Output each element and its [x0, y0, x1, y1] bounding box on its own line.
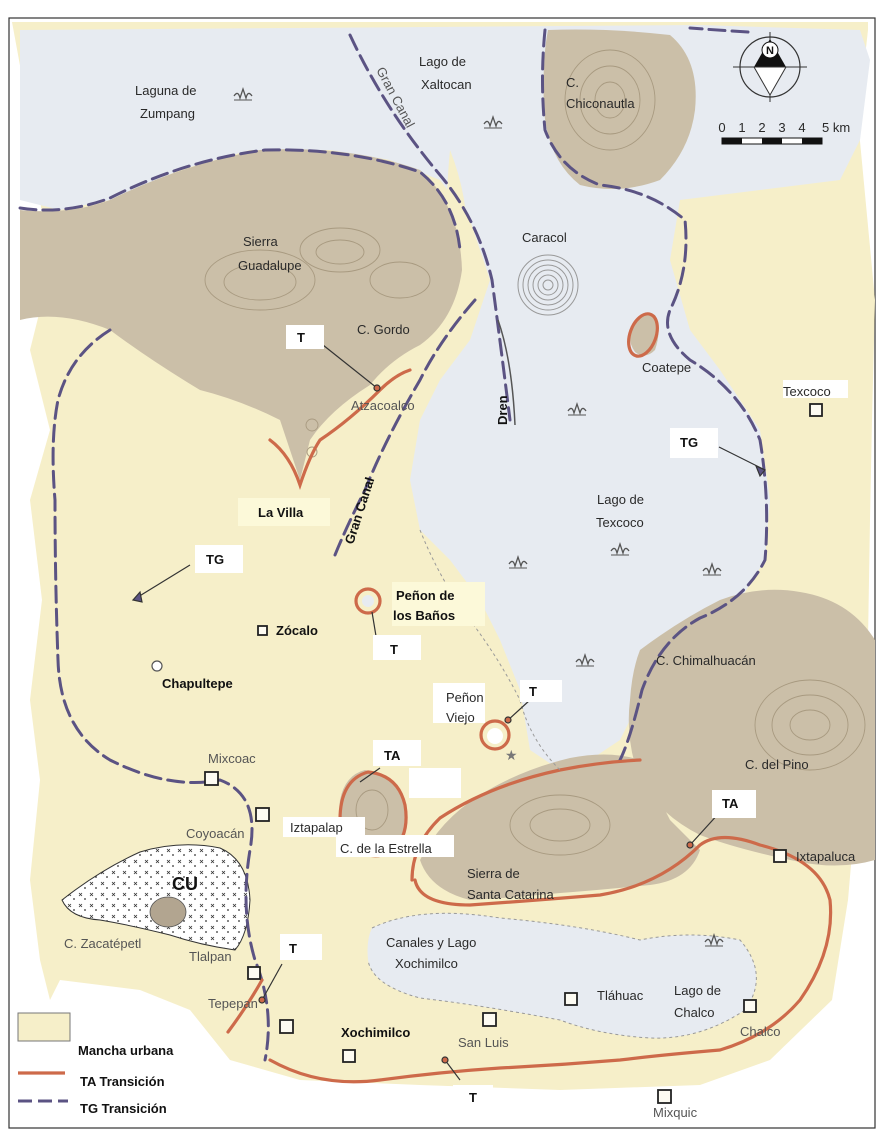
- label-texcoco-town: Texcoco: [783, 384, 831, 399]
- label-cu: CU: [172, 874, 198, 894]
- label-xochimilco-canales-1: Canales y Lago: [386, 935, 476, 950]
- dren-channel: [497, 319, 516, 426]
- label-lago-chalco-1: Lago de: [674, 983, 721, 998]
- scale-tick-4: 4: [798, 120, 805, 135]
- legend: Mancha urbana TA Transición TG Transició…: [12, 1008, 174, 1126]
- label-santa-catarina-1: Sierra de: [467, 866, 520, 881]
- label-coyoacan: Coyoacán: [186, 826, 245, 841]
- chapultepe-marker: [151, 660, 163, 672]
- town-markers: [204, 403, 823, 1104]
- label-laguna-zumpang-1: Laguna de: [135, 83, 196, 98]
- label-ta-estrella: TA: [384, 748, 401, 763]
- label-ta-east: TA: [722, 796, 739, 811]
- label-t-banos: T: [390, 642, 398, 657]
- penon-banos-pond: [362, 595, 374, 607]
- legend-item-tg: TG Transición: [80, 1101, 167, 1116]
- label-laguna-zumpang-2: Zumpang: [140, 106, 195, 121]
- penon-viejo-pond: [487, 728, 503, 744]
- label-dren: Dren: [495, 395, 510, 425]
- label-chiconautla-2: Chiconautla: [566, 96, 635, 111]
- legend-item-urban: Mancha urbana: [78, 1043, 174, 1058]
- zacatepetl-hill: [149, 896, 187, 928]
- cerro-chimalhuacan-pino: [628, 589, 875, 866]
- label-lago-chalco-2: Chalco: [674, 1005, 714, 1020]
- label-sierra-guadalupe-2: Guadalupe: [238, 258, 302, 273]
- label-c-estrella: C. de la Estrella: [340, 841, 433, 856]
- label-penon-banos-2: los Baños: [393, 608, 455, 623]
- label-t-tlalpan: T: [289, 941, 297, 956]
- caracol-spiral: [517, 254, 579, 316]
- label-tlalpan: Tlalpan: [189, 949, 232, 964]
- label-caracol: Caracol: [522, 230, 567, 245]
- label-xochimilco-canales-2: Xochimilco: [395, 956, 458, 971]
- label-tg-east: TG: [680, 435, 698, 450]
- sierra-guadalupe: [20, 149, 462, 480]
- scale-tick-2: 2: [758, 120, 765, 135]
- scale-tick-1: 1: [738, 120, 745, 135]
- label-zocalo: Zócalo: [276, 623, 318, 638]
- legend-swatch-urban: [17, 1012, 71, 1042]
- scale-bar: 0 1 2 3 4 5 km: [718, 120, 850, 145]
- label-chalco: Chalco: [740, 1024, 780, 1039]
- label-backgrounds: [195, 325, 848, 1109]
- label-san-luis: San Luis: [458, 1035, 509, 1050]
- label-lago-xaltocan-1: Lago de: [419, 54, 466, 69]
- label-t-san-luis: T: [469, 1090, 477, 1105]
- scale-tick-3: 3: [778, 120, 785, 135]
- label-mixcoac: Mixcoac: [208, 751, 256, 766]
- label-santa-catarina-2: Santa Catarina: [467, 887, 554, 902]
- label-lago-texcoco-2: Texcoco: [596, 515, 644, 530]
- scale-tick-5: 5 km: [822, 120, 850, 135]
- tg-lines: [18, 26, 769, 1062]
- label-penon-viejo-2: Viejo: [446, 710, 475, 725]
- label-c-zacatepetl: C. Zacatépetl: [64, 936, 141, 951]
- scale-tick-0: 0: [718, 120, 725, 135]
- label-tg-west: TG: [206, 552, 224, 567]
- label-chapultepe: Chapultepe: [162, 676, 233, 691]
- topo-contours: [204, 49, 866, 856]
- north-arrow: N: [733, 32, 807, 102]
- label-lago-texcoco-1: Lago de: [597, 492, 644, 507]
- lake-north: [20, 25, 870, 770]
- label-t-viejo: T: [529, 684, 537, 699]
- label-atzacoalco: Atzacoalco: [351, 398, 415, 413]
- label-mixquic: Mixquic: [653, 1105, 698, 1120]
- label-iztapalap: Iztapalap: [290, 820, 343, 835]
- label-penon-banos-1: Peñon de: [396, 588, 455, 603]
- leader-lines: [131, 344, 766, 1081]
- north-letter: N: [766, 45, 774, 57]
- label-coatepe: Coatepe: [642, 360, 691, 375]
- legend-item-ta: TA Transición: [80, 1074, 165, 1089]
- label-lago-xaltocan-2: Xaltocan: [421, 77, 472, 92]
- label-c-chimalhuacan: C. Chimalhuacán: [656, 653, 756, 668]
- label-xochimilco: Xochimilco: [341, 1025, 410, 1040]
- label-penon-viejo-1: Peñon: [446, 690, 484, 705]
- label-t-gordo: T: [297, 330, 305, 345]
- label-c-gordo: C. Gordo: [357, 322, 410, 337]
- cerro-chiconautla: [543, 29, 696, 189]
- label-tlahuac: Tláhuac: [597, 988, 644, 1003]
- label-backgrounds-yellow: [238, 498, 485, 626]
- label-c-del-pino: C. del Pino: [745, 757, 809, 772]
- label-tepepan: Tepepan: [208, 996, 258, 1011]
- lake-xochimilco: [367, 913, 757, 1039]
- label-chiconautla-1: C.: [566, 75, 579, 90]
- label-la-villa: La Villa: [258, 505, 304, 520]
- label-sierra-guadalupe-1: Sierra: [243, 234, 278, 249]
- label-ixtapaluca: Ixtapaluca: [796, 849, 856, 864]
- star-marker: ★: [505, 747, 518, 763]
